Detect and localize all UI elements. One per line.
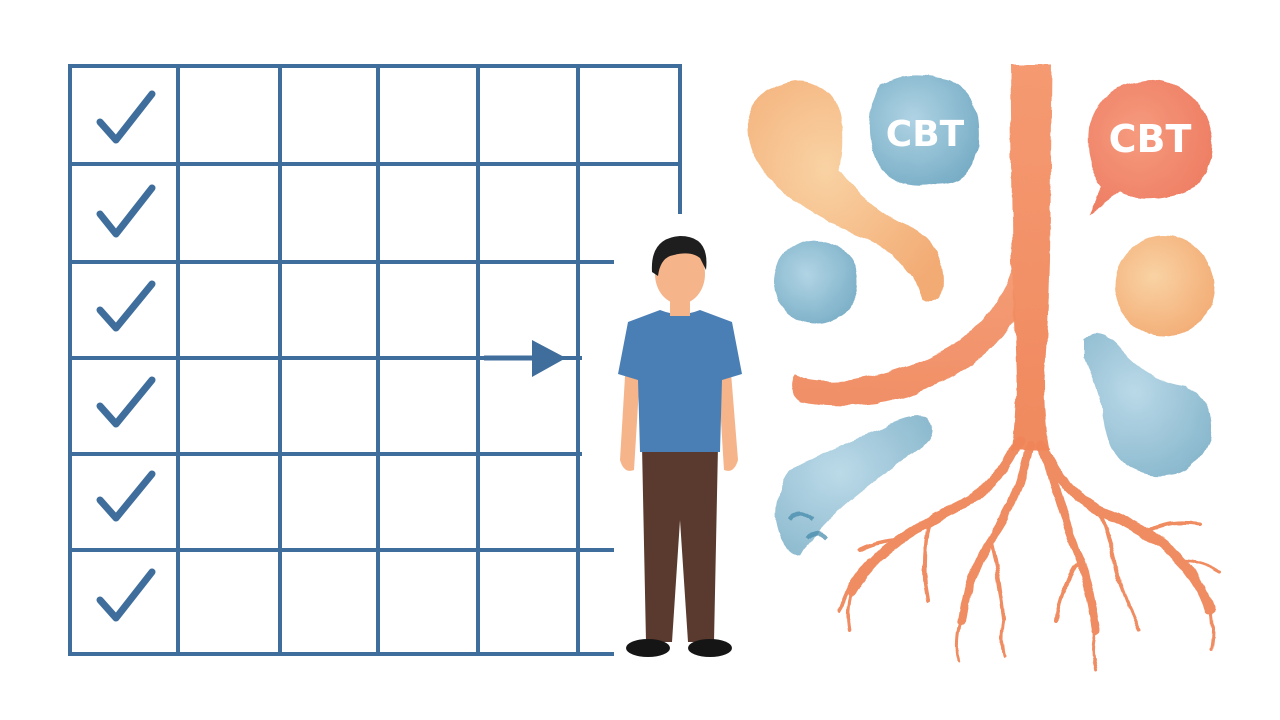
checkmark-icon bbox=[96, 470, 156, 522]
peach-swirl-shape bbox=[747, 80, 943, 302]
tree-roots-icon bbox=[838, 435, 1222, 672]
cbt-label-blue: CBT bbox=[886, 114, 965, 155]
cbt-label-orange: CBT bbox=[1109, 117, 1192, 161]
teal-circle-shape bbox=[774, 240, 858, 324]
checkmark-icon bbox=[96, 184, 156, 238]
checkmark-icon bbox=[96, 376, 156, 428]
blue-curl-shape bbox=[776, 416, 933, 556]
watercolor-tree-art bbox=[747, 64, 1222, 672]
blue-curl-detail bbox=[788, 512, 828, 540]
person-pants bbox=[642, 446, 718, 642]
person-head bbox=[655, 244, 705, 304]
cbt-bubble-orange bbox=[1087, 80, 1213, 214]
checkmarks bbox=[96, 90, 156, 622]
tree-branch-left bbox=[791, 250, 1016, 406]
checkmark-icon bbox=[96, 90, 156, 144]
person-arm-right bbox=[718, 360, 738, 471]
blue-drop-shape bbox=[1084, 334, 1212, 477]
tree-trunk bbox=[1010, 64, 1052, 450]
person-shoe-right bbox=[688, 639, 732, 657]
person-hair bbox=[651, 236, 707, 276]
person-icon bbox=[618, 236, 742, 657]
arrow-right-icon bbox=[484, 340, 566, 377]
person-shoe-left bbox=[626, 639, 670, 657]
checklist-grid bbox=[68, 64, 682, 656]
cbt-bubble-blue bbox=[869, 74, 979, 186]
person-shirt bbox=[618, 310, 742, 452]
checkmark-icon bbox=[96, 568, 156, 622]
person-arm-left bbox=[620, 360, 640, 471]
peach-circle-shape bbox=[1114, 236, 1214, 336]
checkmark-icon bbox=[96, 280, 156, 332]
